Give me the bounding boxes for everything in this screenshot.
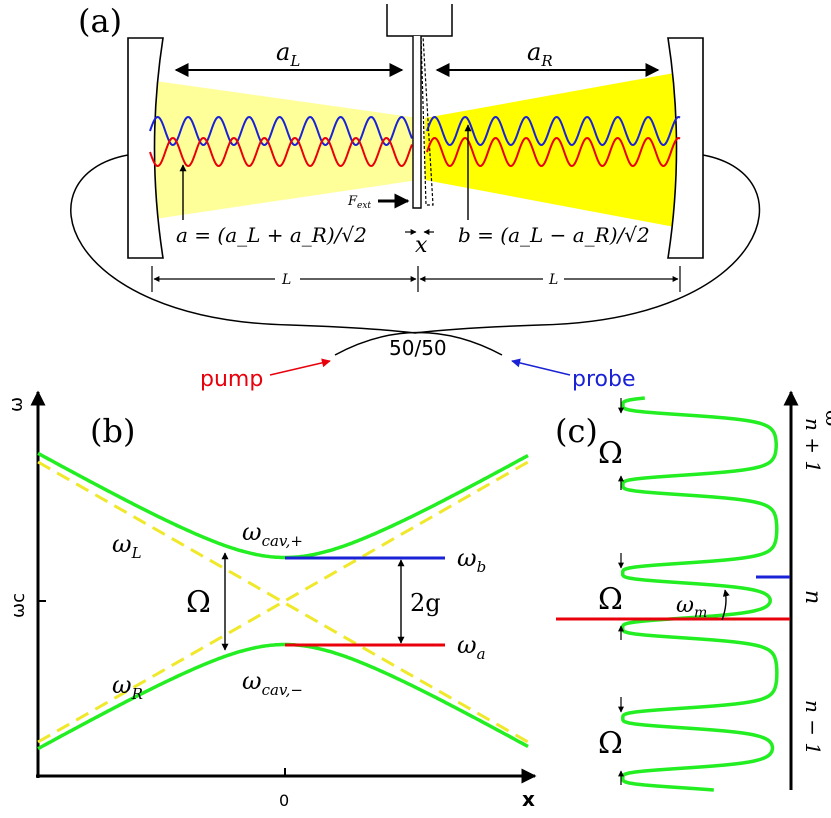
transmission-spectrum bbox=[620, 396, 779, 792]
omega-m-label: ωm bbox=[676, 593, 707, 621]
omega-L-label: ωL bbox=[112, 530, 142, 562]
level-middle-label: n bbox=[800, 590, 825, 604]
bare-mode-left bbox=[37, 460, 529, 744]
x-label: x bbox=[415, 233, 428, 258]
probe-arrow bbox=[511, 358, 571, 376]
beam-splitter bbox=[334, 331, 503, 356]
length-left-label: L bbox=[281, 272, 291, 288]
a-left-label: aL bbox=[276, 38, 300, 70]
axis-b-x-label: x bbox=[522, 787, 535, 811]
level-upper-label: n + 1 bbox=[801, 418, 825, 473]
axis-c-label: ω bbox=[821, 410, 831, 426]
panel-b-label: (b) bbox=[90, 412, 135, 450]
omega-cav-plus-label: ωcav,+ bbox=[242, 518, 303, 550]
wave-probe-right bbox=[426, 115, 681, 147]
panel-c-label: (c) bbox=[555, 412, 598, 450]
omega-m-arrow bbox=[721, 589, 730, 621]
membrane bbox=[412, 36, 422, 209]
a-mode-formula: a = (a_L + a_R)/√2 bbox=[176, 223, 367, 247]
splitter-label: 50/50 bbox=[389, 336, 447, 360]
omega-upper-label: Ω bbox=[598, 436, 623, 471]
pump-label: pump bbox=[200, 367, 263, 392]
splitting-label: Ω bbox=[186, 585, 211, 620]
wave-pump-left bbox=[149, 136, 413, 168]
omega-lower-label: Ω bbox=[598, 726, 623, 761]
tick-b-x-label: 0 bbox=[279, 791, 289, 810]
omega-R-label: ωR bbox=[112, 671, 143, 703]
b-mode-formula: b = (a_L − a_R)/√2 bbox=[458, 223, 650, 247]
omega-b-label: ωb bbox=[457, 544, 486, 576]
band-upper bbox=[37, 451, 529, 560]
length-right-label: L bbox=[548, 272, 558, 288]
panel-c: (c) ω ωm Ω Ω Ω n + 1 n n − 1 bbox=[555, 390, 831, 792]
tick-b-y-label: ωc bbox=[8, 593, 29, 618]
beam-left bbox=[148, 80, 418, 220]
omega-a-label: ωa bbox=[457, 631, 486, 663]
level-lower-label: n − 1 bbox=[801, 700, 825, 755]
panel-a: (a) aL aR a = (a_L + a_R)/√2 b = (a_L − … bbox=[70, 2, 761, 392]
panel-a-label: (a) bbox=[78, 2, 122, 40]
a-right-label: aR bbox=[527, 38, 553, 70]
wave-probe-left bbox=[149, 115, 413, 147]
force-label: Fext bbox=[347, 194, 371, 211]
omega-middle-label: Ω bbox=[598, 582, 623, 617]
membrane-displaced bbox=[420, 35, 434, 206]
mirror-left bbox=[127, 37, 164, 259]
mirror-right bbox=[667, 37, 704, 259]
beam-right bbox=[425, 72, 680, 228]
omega-cav-minus-label: ωcav,− bbox=[242, 667, 303, 699]
band-lower bbox=[37, 642, 529, 751]
wave-pump-right bbox=[426, 136, 681, 168]
membrane-holder bbox=[386, 4, 453, 37]
probe-label: probe bbox=[572, 367, 636, 392]
pump-arrow bbox=[269, 358, 331, 376]
bare-mode-right bbox=[37, 460, 529, 744]
panel-b: ω x ωc 0 (b) Ω 2g ωL ωR ωcav,+ ωcav,− bbox=[6, 390, 537, 811]
coupling-label: 2g bbox=[410, 589, 441, 617]
axis-b-y-label: ω bbox=[6, 397, 27, 412]
